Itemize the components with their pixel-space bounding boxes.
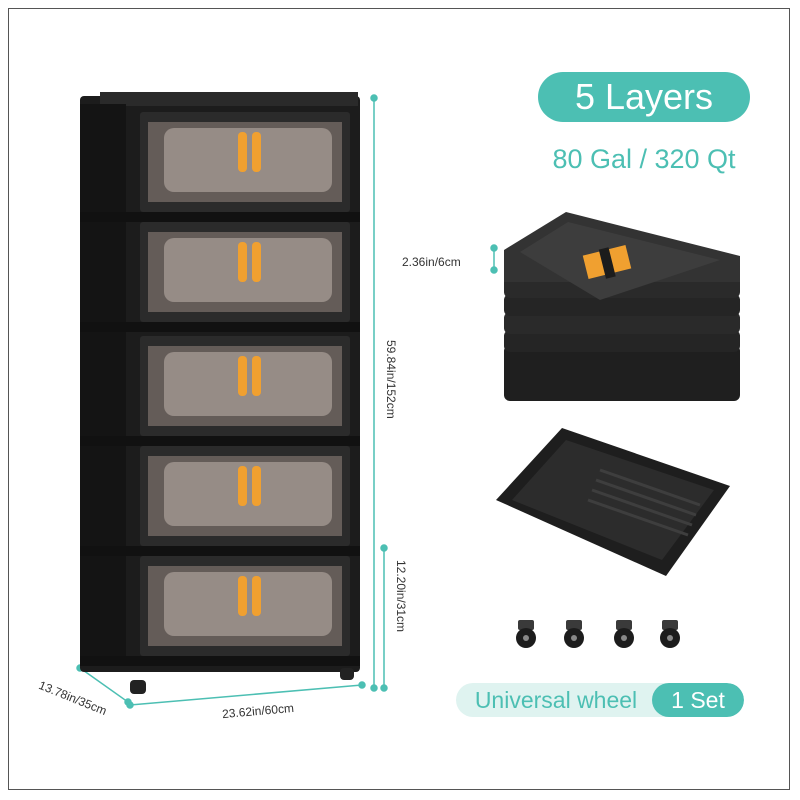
wheel-set-badge: Universal wheel 1 Set (456, 683, 744, 717)
capacity-text: 80 Gal / 320 Qt (552, 144, 736, 174)
folded-box-stack (504, 212, 740, 401)
drawer-5 (80, 556, 360, 666)
cabinet-casters (130, 668, 354, 694)
layers-badge: 5 Layers (538, 72, 750, 122)
height-label: 59.84in/152cm (384, 340, 398, 419)
dimension-lines (76, 94, 498, 709)
drawer-4 (80, 446, 360, 556)
wheel-label: Universal wheel (474, 687, 638, 713)
lid-tray (496, 428, 730, 576)
caster-wheel-icon (516, 620, 536, 648)
caster-wheel-set (516, 620, 680, 648)
drawer-1 (80, 112, 360, 222)
wheel-count: 1 Set (652, 683, 744, 717)
cabinet-drawers (80, 112, 360, 666)
image-border (8, 8, 790, 790)
folded-height-label: 2.36in/6cm (402, 255, 461, 269)
caster-wheel-icon (614, 620, 634, 648)
width-line (129, 684, 363, 706)
caster-wheel-icon (564, 620, 584, 648)
depth-line (79, 667, 129, 703)
drawer-2 (80, 222, 360, 332)
caster-wheel-icon (660, 620, 680, 648)
drawer-3 (80, 336, 360, 446)
layer-height-label: 12.20in/31cm (394, 560, 408, 633)
